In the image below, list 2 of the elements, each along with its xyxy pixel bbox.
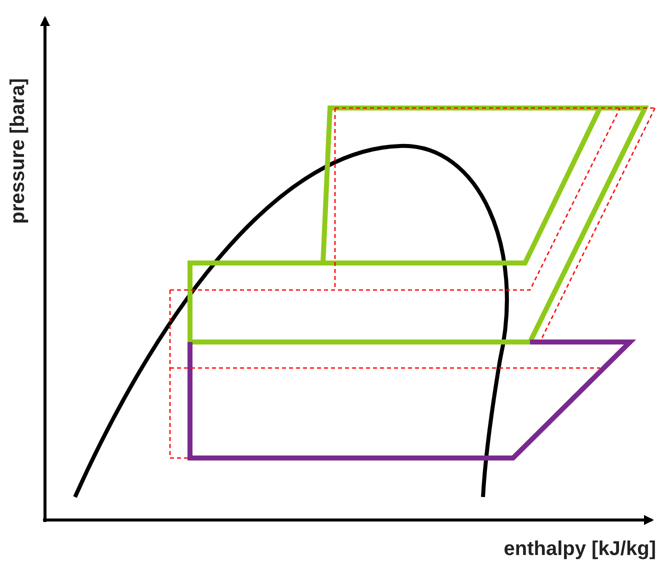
axis-title: enthalpy [kJ/kg] xyxy=(504,537,656,562)
axis-title: pressure [bara] xyxy=(6,77,30,226)
